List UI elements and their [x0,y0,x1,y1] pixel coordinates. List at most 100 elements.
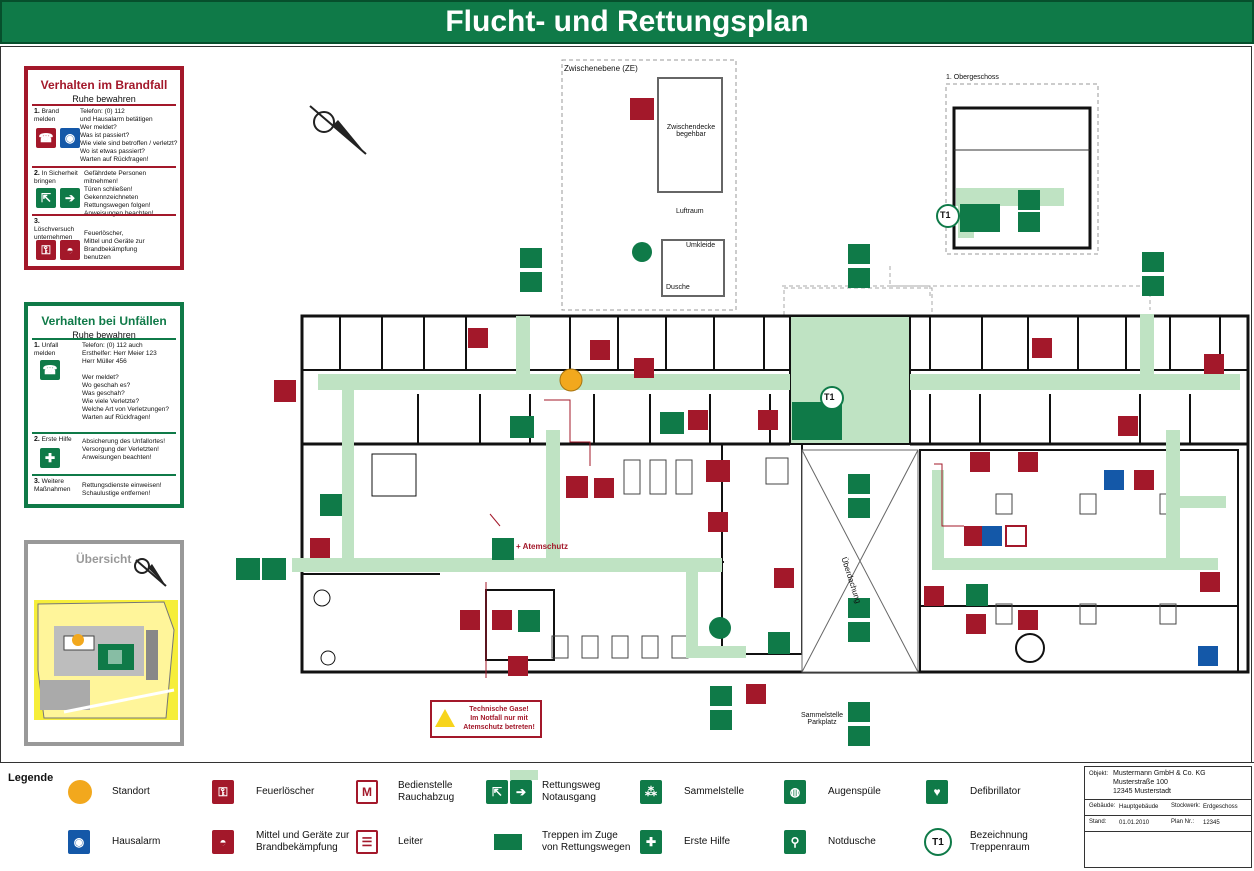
plan-nr-value: 12345 [1203,820,1220,826]
umkleide-label: Umkleide [686,242,716,249]
divider [32,214,176,216]
divider [32,104,176,106]
stair-label-icon: T1 [924,828,952,856]
emergency-shower-icon: ⚲ [784,830,806,854]
brandfall-subtitle: Ruhe bewahren [72,94,136,104]
legend-label: Treppen im Zuge von Rettungswegen [542,830,631,853]
step-text: Gefährdete Personen mitnehmen! Türen sch… [84,170,153,217]
fire-extinguisher-icon: ⚿ [36,240,56,260]
step-head: Löschversuch unternehmen [34,226,75,241]
north-arrow-icon [309,105,367,155]
step-number: 2. [34,170,40,177]
atemschutz-label: + Atemschutz [516,542,568,551]
legend-label: Mittel und Geräte zur Brandbekämpfung [256,830,350,853]
defibrillator-icon: ♥ [926,780,948,804]
eye-wash-icon: ◍ [784,780,806,804]
luftraum-label: Luftraum [676,208,704,215]
exit-person-icon: ⇱ [486,780,508,804]
legend-label: Erste Hilfe [684,836,731,847]
arrow-right-icon: ➔ [60,188,80,208]
stockwerk-label: Stockwerk: [1171,803,1201,809]
legend-label: Sammelstelle [684,786,745,797]
objekt-label: Objekt: [1089,771,1109,777]
step-number: 2. [34,436,40,443]
legend-label: Notdusche [828,836,876,847]
stand-label: Stand: [1089,819,1107,825]
uebersicht-title: Übersicht [76,552,132,566]
divider [32,338,176,340]
legend-title: Legende [8,772,54,784]
zwischenebene-label: Zwischenebene (ZE) [564,64,638,73]
first-aid-icon: ✚ [40,448,60,468]
legend-label: Defibrillator [970,786,1021,797]
north-arrow-icon [134,558,167,587]
step-text: Telefon: (0) 112 und Hausalarm betätigen… [80,108,178,163]
unfall-title: Verhalten bei Unfällen [41,314,167,328]
dusche-label: Dusche [666,284,690,291]
divider [1085,831,1251,832]
first-aid-icon: ✚ [640,830,662,854]
exit-person-icon: ⇱ [36,188,56,208]
legend-label: Standort [112,786,150,797]
title-banner: Flucht- und Rettungsplan [0,0,1254,44]
brandfall-title: Verhalten im Brandfall [40,78,168,92]
info-block: Objekt: Mustermann GmbH & Co. KG Musters… [1084,766,1252,868]
sammelstelle-label: Sammelstelle Parkplatz [800,712,843,726]
gebaeude-label: Gebäude: [1089,803,1116,809]
step-text: Absicherung des Unfallortes! Versorgung … [82,438,166,461]
stairs-icon [494,834,522,850]
step-number: 1. [34,108,40,115]
plan-nr-label: Plan Nr.: [1171,819,1195,825]
legend-label: Bedienstelle Rauchabzug [398,780,455,803]
step-head: Unfall melden [34,342,59,357]
divider [1085,815,1251,816]
legend [0,762,1254,871]
divider [1085,799,1251,800]
page-title: Flucht- und Rettungsplan [445,5,809,38]
fire-extinguisher-icon: ⚿ [212,780,234,804]
ladder-icon: ☰ [356,830,378,854]
divider [32,166,176,168]
stockwerk-value: Erdgeschoss [1203,804,1238,810]
unfall-panel: Verhalten bei Unfällen Ruhe bewahren 1. … [24,302,184,508]
stand-value: 01.01.2010 [1119,820,1150,826]
step-head: Weitere Maßnahmen [34,478,71,493]
stair-label-t1: T1 [824,392,835,402]
gas-warning: Technische Gase! Im Notfall nur mit Atem… [430,700,542,738]
floor-plan [236,59,1250,746]
arrow-right-icon: ➔ [510,780,532,804]
firefighting-equipment-icon: ◓ [212,830,234,854]
step-head: Brand melden [34,108,60,123]
step-number: 3. [34,478,40,485]
alarm-icon: ◉ [68,830,90,854]
warning-icon [435,709,455,727]
obergeschoss-label: 1. Obergeschoss [946,74,999,81]
overview-map [34,600,178,720]
step-number: 1. [34,342,40,349]
objekt-value: Mustermann GmbH & Co. KG Musterstraße 10… [1113,770,1206,795]
brandfall-panel: Verhalten im Brandfall Ruhe bewahren 1. … [24,66,184,270]
legend-label: Leiter [398,836,424,847]
step-text: Telefon: (0) 112 auch Ersthelfer: Herr M… [82,342,169,421]
legend-label: Augenspüle [828,786,881,797]
route-swatch [510,770,538,780]
assembly-point-icon: ⁂ [640,780,662,804]
divider [32,432,176,434]
location-dot-icon [68,780,92,804]
warning-text: Technische Gase! Im Notfall nur mit Atem… [463,706,535,731]
step-number: 3. [34,218,40,225]
phone-icon: ☎ [40,360,60,380]
stair-label-t1: T1 [940,210,951,220]
uebersicht-panel: Übersicht [24,540,184,746]
legend-label: Hausalarm [112,836,161,847]
divider [32,474,176,476]
smoke-vent-icon: M [356,780,378,804]
legend-label: Rettungsweg Notausgang [542,780,601,803]
phone-icon: ☎ [36,128,56,148]
step-text: Feuerlöscher, Mittel und Geräte zur Bran… [84,230,145,261]
legend-label: Feuerlöscher [256,786,315,797]
alarm-icon: ◉ [60,128,80,148]
firefighting-equipment-icon: ◓ [60,240,80,260]
step-head: Erste Hilfe [41,436,72,443]
step-head: In Sicherheit bringen [34,170,78,185]
